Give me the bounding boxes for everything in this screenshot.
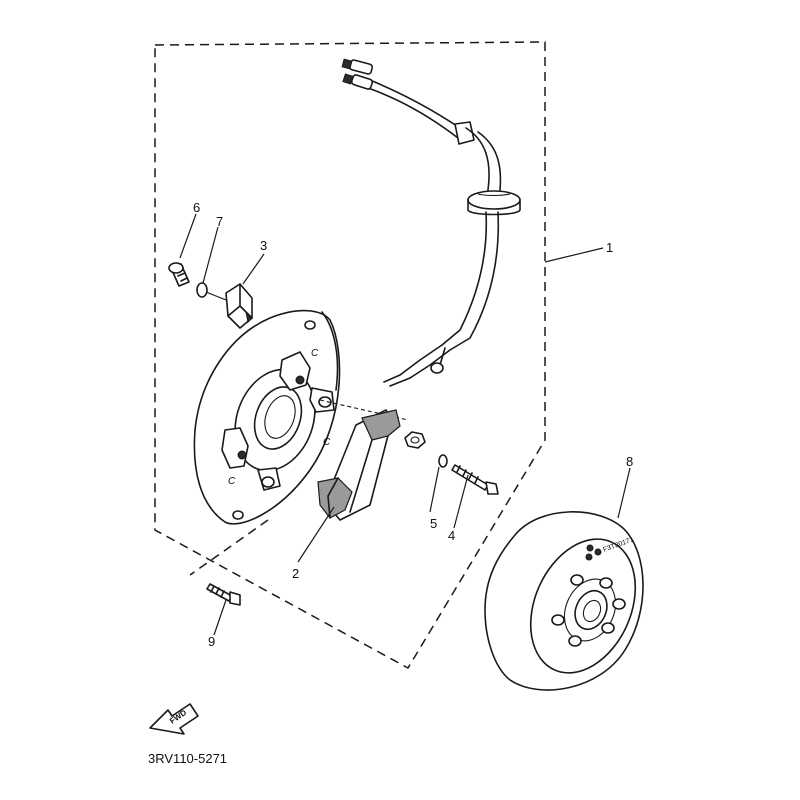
assembly-boundary-dashed [154,41,546,670]
wire-grommet [467,190,521,216]
plate-mark-c: C [228,476,236,487]
plate-mark-c: C [311,348,319,359]
leader-lines [179,213,631,636]
plate-hole-bottom [232,510,244,520]
callout-2: 2 [292,566,299,581]
boundary-to-screw-dashed [189,519,269,576]
nut [404,431,426,449]
callout-1: 1 [606,240,613,255]
stator-plate: C C C [193,309,409,525]
ground-eyelet [430,362,444,374]
plate-mark-c: C [323,437,331,448]
washer-7 [196,282,208,298]
callout-7: 7 [216,214,223,229]
rotor-symbol-icon [585,544,602,561]
screw-9 [206,583,241,606]
callout-9: 9 [208,634,215,649]
wire-harness [341,58,521,387]
pickup-coil-2 [317,409,401,521]
connector-terminal-1 [341,58,374,75]
plate-hole-top [304,320,316,330]
callout-6: 6 [193,200,200,215]
connector-terminal-2 [342,73,374,90]
flywheel-rotor-8: F3T80171 [484,511,644,691]
bracket-3 [225,283,253,329]
callout-5: 5 [430,516,437,531]
fwd-arrow-icon: FWD [149,703,199,735]
washer-5 [438,454,448,468]
callout-4: 4 [448,528,455,543]
screw-4 [451,464,499,495]
callout-8: 8 [626,454,633,469]
callout-3: 3 [260,238,267,253]
bolt-6 [168,262,190,287]
diagram-code: 3RV110-5271 [148,751,227,766]
